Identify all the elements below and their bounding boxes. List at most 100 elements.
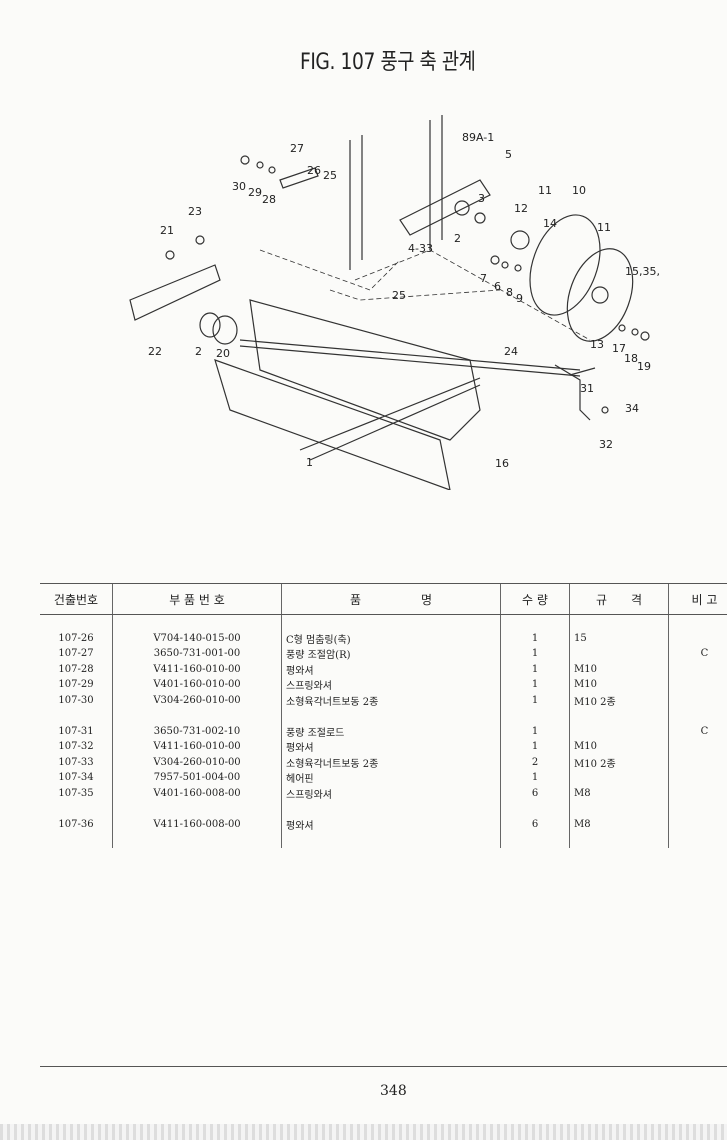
cell-remarks xyxy=(668,661,727,677)
diagram-label: 1 xyxy=(306,456,313,469)
cell-part-no: 3650-731-002-10 xyxy=(112,723,282,739)
spacer-row xyxy=(40,801,727,817)
cell-part-name: 스프링와셔 xyxy=(281,785,501,801)
cell-spec: M8 xyxy=(569,816,669,832)
header-part-name: 품 명 xyxy=(281,583,501,615)
cell-qty: 1 xyxy=(500,739,570,755)
diagram-label: 4-33 xyxy=(408,242,433,255)
diagram-label: 20 xyxy=(216,347,230,360)
cell-remarks: C xyxy=(668,723,727,739)
cell-qty: 1 xyxy=(500,646,570,662)
cell-part-no: V411-160-010-00 xyxy=(112,661,282,677)
cell-remarks xyxy=(668,677,727,693)
cell-part-no: 7957-501-004-00 xyxy=(112,770,282,786)
cell-spec: M10 xyxy=(569,677,669,693)
cell-part-no: V304-260-010-00 xyxy=(112,692,282,708)
diagram-label: 11 xyxy=(538,184,552,197)
table-bottom-rule xyxy=(40,1066,727,1067)
header-qty: 수 량 xyxy=(500,583,570,615)
cell-spec: M10 xyxy=(569,661,669,677)
diagram-label: 2 xyxy=(454,232,461,245)
cell-part-name: 소형육각너트보동 2종 xyxy=(281,754,501,770)
cell-spec: M10 2종 xyxy=(569,754,669,770)
diagram-label: 19 xyxy=(637,360,651,373)
diagram-label: 3 xyxy=(478,192,485,205)
diagram-label: 9 xyxy=(516,292,523,305)
cell-spec xyxy=(569,723,669,739)
cell-fig-no: 107-31 xyxy=(58,725,94,737)
diagram-label: 15,35,36 xyxy=(625,265,660,278)
cell-fig-no: 107-26 xyxy=(58,632,94,644)
diagram-label: 31 xyxy=(580,382,594,395)
cell-part-no: V401-160-008-00 xyxy=(112,785,282,801)
cell-qty: 1 xyxy=(500,661,570,677)
cell-fig-no: 107-28 xyxy=(58,663,94,675)
cell-part-name: C형 멈춤링(축) xyxy=(281,630,501,646)
cell-part-name: 풍량 조절로드 xyxy=(281,723,501,739)
cell-spec: M10 2종 xyxy=(569,692,669,708)
diagram-label: 18 xyxy=(624,352,638,365)
empty-rows xyxy=(40,832,727,848)
cell-part-no: 3650-731-001-00 xyxy=(112,646,282,662)
cell-qty: 1 xyxy=(500,630,570,646)
header-fig-no: 건출번호 xyxy=(40,583,113,615)
cell-spec xyxy=(569,770,669,786)
cell-part-name: 풍량 조절암(R) xyxy=(281,646,501,662)
diagram-label: 25 xyxy=(392,289,406,302)
cell-fig-no: 107-33 xyxy=(58,756,94,768)
diagram-label: 23 xyxy=(188,205,202,218)
cell-qty: 1 xyxy=(500,692,570,708)
diagram-label: 32 xyxy=(599,438,613,451)
cell-part-name: 헤어핀 xyxy=(281,770,501,786)
header-spec: 규 격 xyxy=(569,583,669,615)
diagram-label: 28 xyxy=(262,193,276,206)
cell-spec: 15 xyxy=(569,630,669,646)
cell-qty: 1 xyxy=(500,677,570,693)
cell-fig-no: 107-34 xyxy=(58,772,94,784)
figure-title: FIG. 107 풍구 축 관계 xyxy=(300,50,476,75)
cell-spec xyxy=(569,646,669,662)
cell-qty: 6 xyxy=(500,816,570,832)
cell-fig-no: 107-29 xyxy=(58,679,94,691)
header-part-no: 부 품 번 호 xyxy=(112,583,282,615)
parts-table: 건출번호 부 품 번 호 품 명 수 량 규 격 비 고 107-26 V704-… xyxy=(40,583,727,848)
diagram-label: 7 xyxy=(480,272,487,285)
cell-remarks xyxy=(668,630,727,646)
diagram-label: 14 xyxy=(543,217,557,230)
diagram-label: 2 xyxy=(195,345,202,358)
cell-spec: M8 xyxy=(569,785,669,801)
cell-part-name: 평와셔 xyxy=(281,739,501,755)
scan-edge-artifact xyxy=(0,1124,727,1140)
cell-part-name: 스프링와셔 xyxy=(281,677,501,693)
diagram-label: 21 xyxy=(160,224,174,237)
cell-fig-no: 107-32 xyxy=(58,741,94,753)
diagram-label: 34 xyxy=(625,402,639,415)
cell-remarks xyxy=(668,770,727,786)
diagram-label: 10 xyxy=(572,184,586,197)
cell-part-name: 평와셔 xyxy=(281,816,501,832)
diagram-label: 6 xyxy=(494,280,501,293)
cell-remarks xyxy=(668,692,727,708)
header-remarks: 비 고 xyxy=(668,583,727,615)
diagram-label: 27 xyxy=(290,142,304,155)
cell-remarks xyxy=(668,739,727,755)
page-number: 348 xyxy=(380,1083,407,1099)
exploded-parts-diagram: 27 89A-1 5 26 25 30 29 28 3 11 10 23 12 … xyxy=(129,115,660,490)
diagram-label: 29 xyxy=(248,186,262,199)
cell-spec: M10 xyxy=(569,739,669,755)
cell-remarks xyxy=(668,754,727,770)
cell-part-no: V304-260-010-00 xyxy=(112,754,282,770)
cell-part-no: V704-140-015-00 xyxy=(112,630,282,646)
diagram-label: 17 xyxy=(612,342,626,355)
diagram-label: 24 xyxy=(504,345,518,358)
